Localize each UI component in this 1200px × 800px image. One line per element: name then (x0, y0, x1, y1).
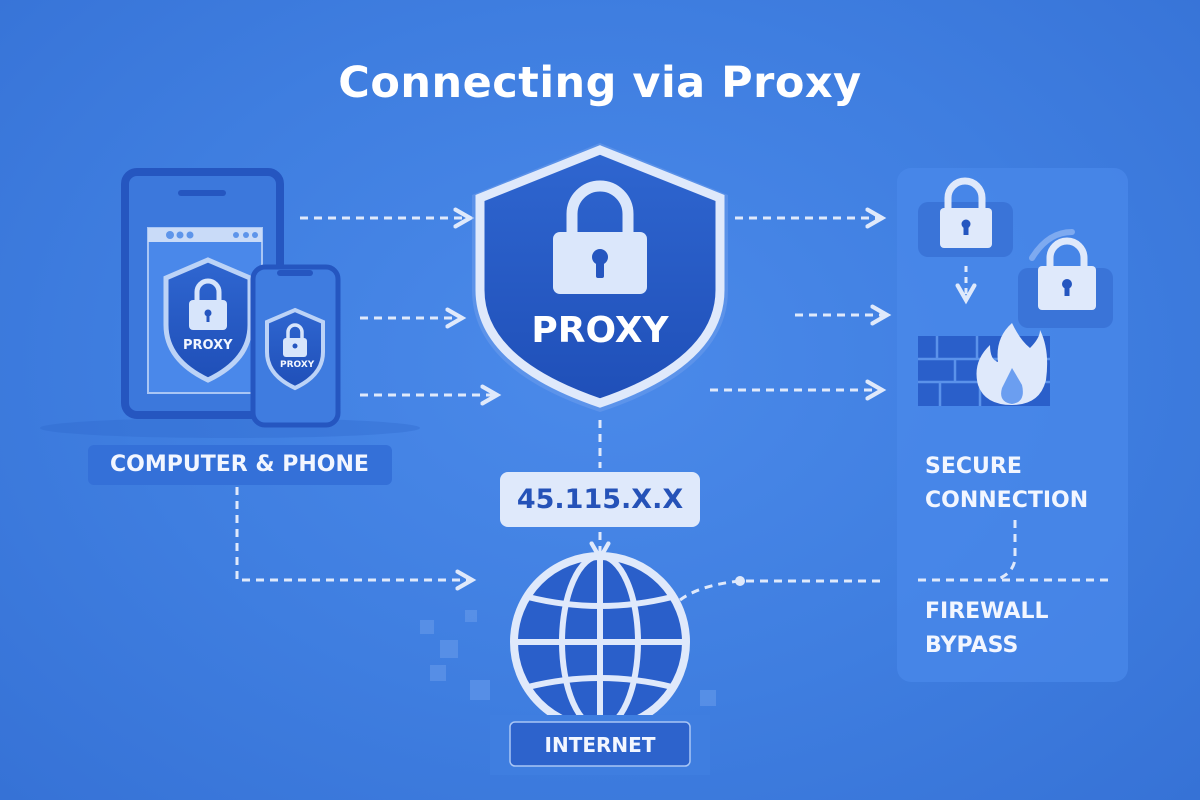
secure-connection-label: SECURE CONNECTION (925, 450, 1088, 518)
proxy-ip-address: 45.115.X.X (516, 484, 684, 515)
phone-icon (250, 264, 341, 428)
ip-box (500, 472, 700, 527)
page-title: Connecting via Proxy (338, 58, 862, 108)
devices-label-box (88, 445, 392, 485)
firewall-line-2: BYPASS (925, 633, 1019, 658)
secure-line-2: CONNECTION (925, 488, 1089, 513)
dashed-secure-firewall (918, 520, 1108, 582)
arrow-devices-internet (235, 487, 470, 580)
firewall-line-1: FIREWALL (925, 599, 1049, 624)
devices-label: COMPUTER & PHONE (110, 452, 369, 477)
phone-shield-label: PROXY (280, 360, 315, 370)
internet-label-box (509, 721, 691, 767)
secure-line-1: SECURE (925, 454, 1022, 479)
data-bits-decoration (420, 610, 716, 706)
firewall-bypass-label: FIREWALL BYPASS (925, 595, 1049, 663)
tablet-icon (40, 168, 420, 438)
dashed-internet-firewall (679, 579, 880, 602)
lock-icon (1018, 229, 1113, 328)
proxy-label: PROXY (531, 310, 669, 351)
tablet-shield-label: PROXY (183, 338, 233, 353)
firewall-icon (918, 323, 1050, 406)
internet-label: INTERNET (544, 733, 656, 757)
lock-icon (918, 177, 1013, 257)
proxy-shield-icon (472, 143, 728, 412)
